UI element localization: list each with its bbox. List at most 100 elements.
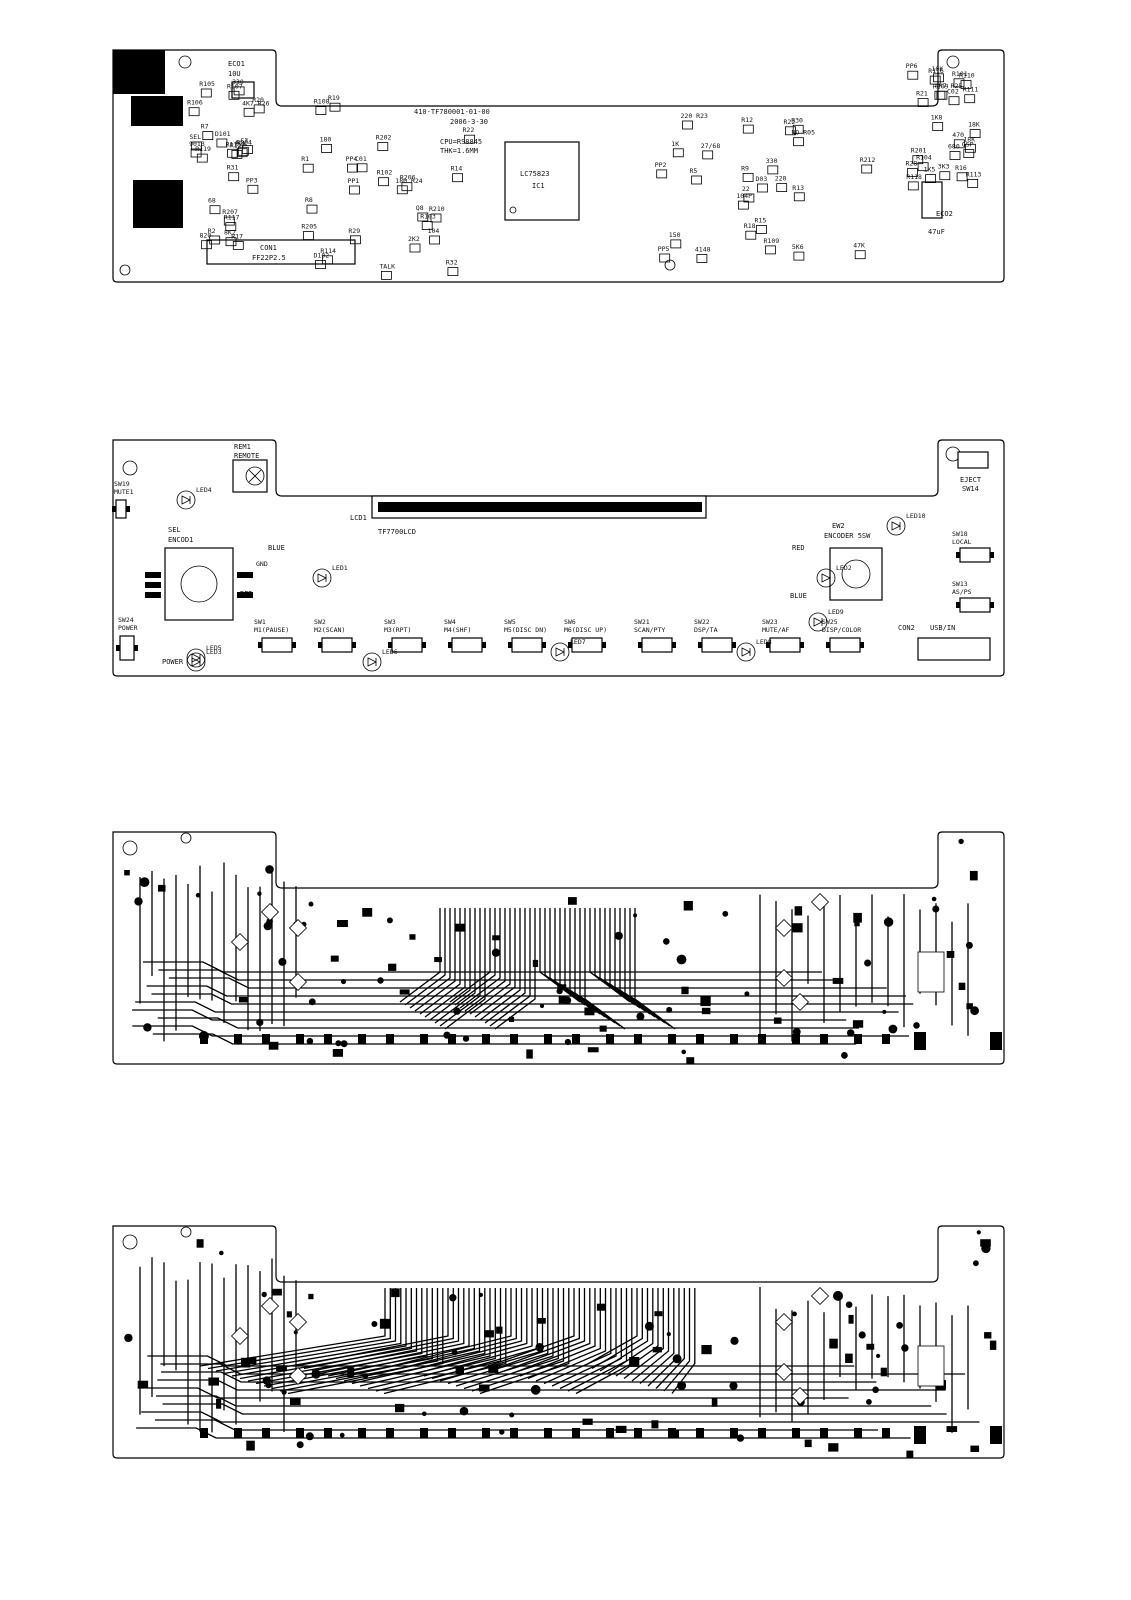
via [459, 1406, 469, 1416]
copper-trace [343, 1288, 481, 1382]
switch-sw19[interactable] [115, 499, 127, 519]
switch-sw21[interactable] [641, 637, 673, 653]
smd-pad [683, 901, 693, 911]
led-led3-icon [186, 652, 206, 672]
switch-function-label: DISP/COLOR [822, 626, 861, 634]
switch-ref-label: SW19 [114, 480, 130, 488]
switch-pad [510, 1428, 518, 1438]
switch-pad [234, 1034, 242, 1044]
diode-symbol [821, 573, 831, 583]
via [845, 1301, 853, 1308]
encoder1-pad [145, 582, 161, 588]
via [143, 1023, 152, 1032]
smd-pad [989, 1340, 997, 1350]
component-label: R115 [226, 140, 242, 148]
copper-trace [464, 908, 506, 1012]
component-label: PP5 [658, 245, 670, 253]
lcd-connector-pads [378, 502, 702, 512]
via [677, 1381, 687, 1391]
component-label: 4K7 R26 [242, 99, 269, 107]
smd-pad [906, 1450, 914, 1459]
via [666, 1332, 671, 1337]
led-ref-label: LED6 [382, 648, 398, 656]
switch-sw4[interactable] [451, 637, 483, 653]
via [124, 1333, 133, 1343]
switch-pad [352, 642, 356, 648]
led-ref-label: LED4 [196, 486, 212, 494]
component-label: SEL [189, 133, 201, 141]
smd-pad [347, 1367, 355, 1378]
smd-pad [276, 1365, 287, 1372]
encoder2-ref-label: EW2 [832, 522, 845, 530]
resistor-footprint [417, 212, 429, 222]
resistor-footprint [765, 245, 776, 255]
switch-sw23[interactable] [769, 637, 801, 653]
smd-pad [701, 1007, 711, 1015]
board-outline-copper-top [112, 831, 1005, 1065]
resistor-footprint [963, 149, 975, 158]
component-label: R109 [764, 237, 780, 245]
switch-sw13[interactable] [959, 597, 991, 613]
smd-pad [455, 923, 466, 932]
smd-pad [773, 1017, 782, 1024]
switch-pad [820, 1428, 828, 1438]
resistor-footprint [421, 221, 433, 231]
smd-pad [651, 1420, 659, 1429]
switch-sw1[interactable] [261, 637, 293, 653]
switch-sw18[interactable] [959, 547, 991, 563]
copper-trace [137, 1387, 849, 1399]
switch-pad [386, 1428, 394, 1438]
copper-trace [474, 908, 516, 1018]
encoder1-ref-label: SEL [168, 526, 181, 534]
via [644, 1321, 654, 1331]
component-label: R209 [933, 82, 949, 90]
copper-trace [479, 1288, 570, 1395]
resistor-footprint [302, 231, 314, 241]
copper-trace [503, 1288, 586, 1372]
switch-pad [448, 1034, 456, 1044]
switch-pad [820, 1034, 828, 1044]
switch-pad [730, 1428, 738, 1438]
component-label: R22 [784, 118, 796, 126]
copper-trace [415, 1288, 528, 1375]
smd-pad [479, 1384, 490, 1392]
smd-pad [845, 1353, 853, 1363]
switch-sw25[interactable] [829, 637, 861, 653]
component-label: R210 [429, 205, 445, 213]
component-label: R206 [400, 174, 416, 182]
switch-sw5[interactable] [511, 637, 543, 653]
via [663, 938, 670, 945]
encoder1-part-label: ENCOD1 [168, 536, 193, 544]
component-label: TALK [379, 262, 395, 270]
switch-pad [956, 602, 960, 608]
resistor-footprint [188, 107, 200, 117]
resistor-footprint [430, 213, 442, 223]
led-ref-label: LED3 [206, 648, 222, 656]
switch-ref-label: SW3 [384, 618, 396, 626]
resistor-footprint [190, 148, 202, 158]
switch-sw22[interactable] [701, 637, 733, 653]
component-label: R32 [446, 259, 458, 267]
component-label: 220 R23 [681, 112, 708, 120]
led-led2-icon [816, 568, 836, 588]
switch-pad [882, 1034, 890, 1044]
via [913, 1022, 920, 1029]
copper-trace [162, 1403, 947, 1415]
smd-pad [946, 1426, 958, 1432]
via [888, 1024, 898, 1034]
switch-sw24[interactable] [119, 635, 135, 661]
resistor-footprint [933, 73, 944, 83]
component-label: 330 [232, 78, 244, 86]
led-pad [774, 1312, 794, 1332]
resistor-footprint [227, 148, 239, 158]
smd-pad [484, 1330, 494, 1338]
led-pad [774, 1362, 794, 1382]
component-label: R30 [791, 116, 803, 124]
cpu-note-label: CPU=RS8845 [440, 138, 482, 146]
via [261, 1291, 267, 1298]
con2-label: USB/IN [930, 624, 955, 632]
pcb-code-label: 410-TF780001-01-00 [414, 108, 490, 116]
switch-sw2[interactable] [321, 637, 353, 653]
resistor-footprint [907, 181, 919, 191]
resistor-footprint [237, 146, 249, 156]
